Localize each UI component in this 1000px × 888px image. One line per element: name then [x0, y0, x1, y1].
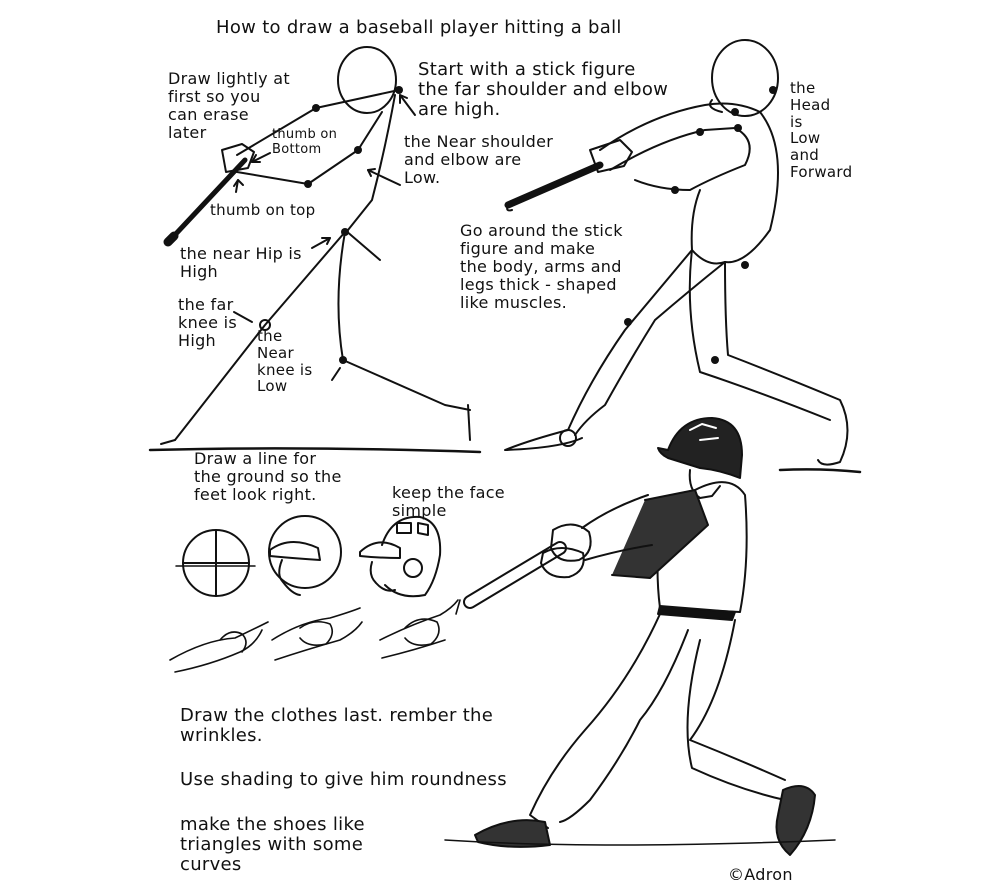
note-shoes: make the shoes like triangles with some … [180, 814, 365, 876]
note-start-stick-figure: Start with a stick figure the far should… [418, 59, 669, 121]
note-thumb-bottom: thumb on Bottom [272, 127, 338, 157]
note-near-shoulder: the Near shoulder and elbow are Low. [404, 132, 554, 187]
note-thumb-top: thumb on top [210, 201, 316, 219]
head-face-step [359, 515, 442, 598]
note-near-hip: the near Hip is High [180, 244, 302, 281]
note-head-low: the Head is Low and Forward [790, 79, 853, 181]
note-go-around: Go around the stick figure and make the … [460, 221, 623, 312]
note-near-knee: the Near knee is Low [257, 327, 313, 396]
head-helmet-step [268, 515, 342, 596]
note-far-knee: the far knee is High [178, 295, 238, 350]
head-circle-step [175, 529, 256, 597]
note-ground-line: Draw a line for the ground so the feet l… [194, 449, 342, 504]
page-title: How to draw a baseball player hitting a … [216, 17, 622, 38]
muscle-outline-batter [504, 39, 862, 474]
finished-batter [444, 417, 836, 856]
credit-signature: ©Adron [728, 865, 793, 884]
hand-grip-steps [169, 599, 461, 673]
note-face-simple: keep the face simple [392, 483, 505, 520]
stick-figure-batter [148, 46, 482, 454]
note-shading: Use shading to give him roundness [180, 769, 507, 790]
note-clothes: Draw the clothes last. rember the wrinkl… [180, 705, 494, 747]
note-draw-lightly: Draw lightly at first so you can erase l… [168, 69, 290, 142]
